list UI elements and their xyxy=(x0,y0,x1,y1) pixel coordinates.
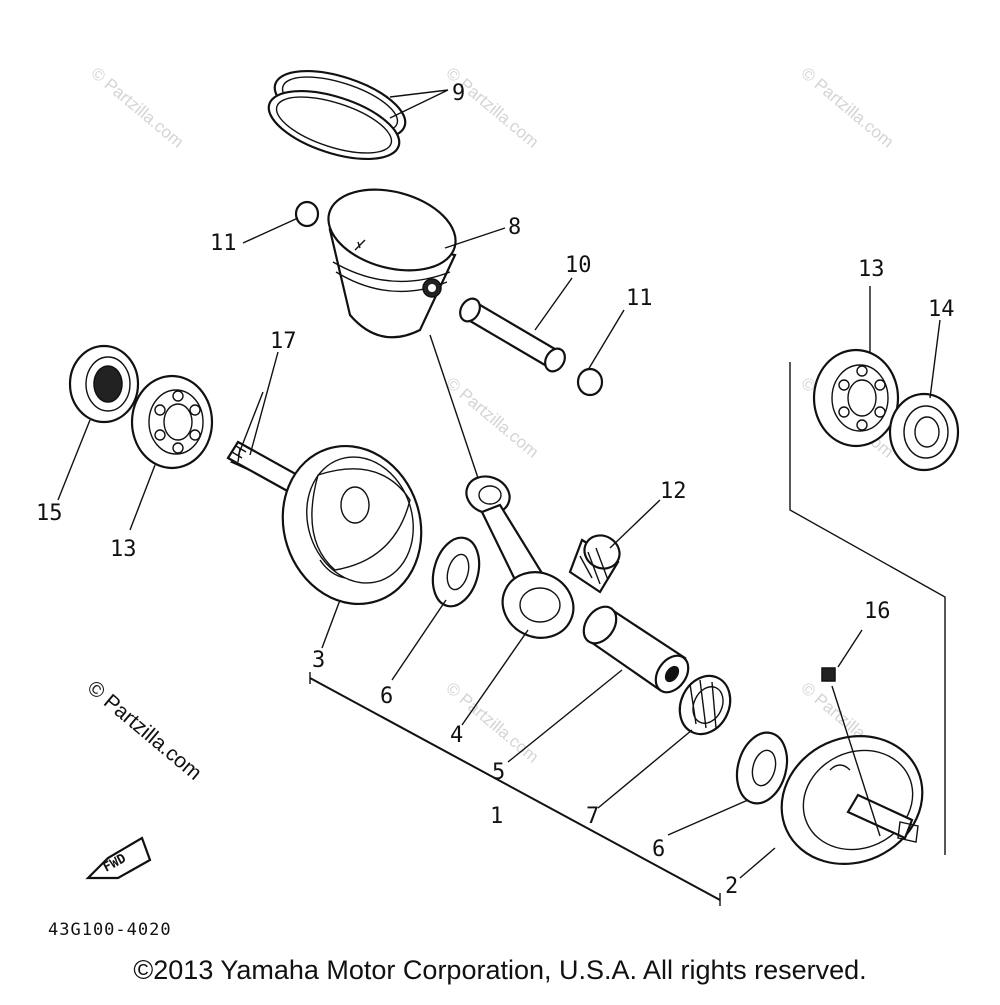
leader-lines xyxy=(57,89,946,906)
circlip-left[interactable] xyxy=(294,200,320,228)
callout-6-left: 6 xyxy=(380,684,393,709)
piston[interactable] xyxy=(319,176,464,339)
callout-9: 9 xyxy=(452,81,465,106)
bearing-left[interactable] xyxy=(130,374,214,470)
callout-6-right: 6 xyxy=(652,837,665,862)
connecting-rod[interactable] xyxy=(461,471,584,650)
callout-labels: 9 11 8 10 11 17 13 14 12 15 13 16 3 6 4 … xyxy=(36,81,955,899)
watermark: © Partzilla.com xyxy=(797,64,897,152)
callout-1: 1 xyxy=(490,804,503,829)
crank-half-right[interactable] xyxy=(761,713,944,886)
callout-11-right: 11 xyxy=(626,286,653,311)
oil-seal-left[interactable] xyxy=(68,344,140,424)
callout-8: 8 xyxy=(508,215,521,240)
callout-7: 7 xyxy=(586,804,599,829)
callout-14: 14 xyxy=(928,297,955,322)
callout-11-left: 11 xyxy=(210,231,237,256)
watermark: © Partzilla.com xyxy=(87,64,187,152)
callout-10: 10 xyxy=(565,253,592,278)
piston-rings[interactable] xyxy=(261,57,414,172)
callout-13-left: 13 xyxy=(110,537,137,562)
fwd-direction-arrow-icon: FWD xyxy=(85,836,152,880)
callout-12: 12 xyxy=(660,479,687,504)
thrust-washer-right[interactable] xyxy=(730,727,795,809)
bearing-right[interactable] xyxy=(812,348,900,448)
callout-4: 4 xyxy=(450,723,463,748)
callout-17: 17 xyxy=(270,329,297,354)
copyright-notice: ©2013 Yamaha Motor Corporation, U.S.A. A… xyxy=(133,955,867,985)
watermark-prominent: © Partzilla.com xyxy=(83,676,206,785)
watermark: © Partzilla.com xyxy=(442,64,542,152)
oil-seal-right[interactable] xyxy=(888,392,960,472)
callout-5: 5 xyxy=(492,760,505,785)
diagram-code: 43G100-4020 xyxy=(48,920,172,940)
crank-pin[interactable] xyxy=(577,601,695,699)
needle-bearing-small-end[interactable] xyxy=(568,529,626,594)
key-small[interactable] xyxy=(821,667,836,682)
crank-half-left[interactable] xyxy=(226,428,441,622)
circlip-right[interactable] xyxy=(576,367,604,397)
callout-15: 15 xyxy=(36,501,63,526)
callout-16: 16 xyxy=(864,599,891,624)
callout-3: 3 xyxy=(312,648,325,673)
callout-13-right: 13 xyxy=(858,257,885,282)
thrust-washer-left[interactable] xyxy=(426,532,487,611)
callout-2: 2 xyxy=(725,874,738,899)
needle-bearing-big-end[interactable] xyxy=(671,668,740,743)
piston-pin[interactable] xyxy=(456,295,569,375)
